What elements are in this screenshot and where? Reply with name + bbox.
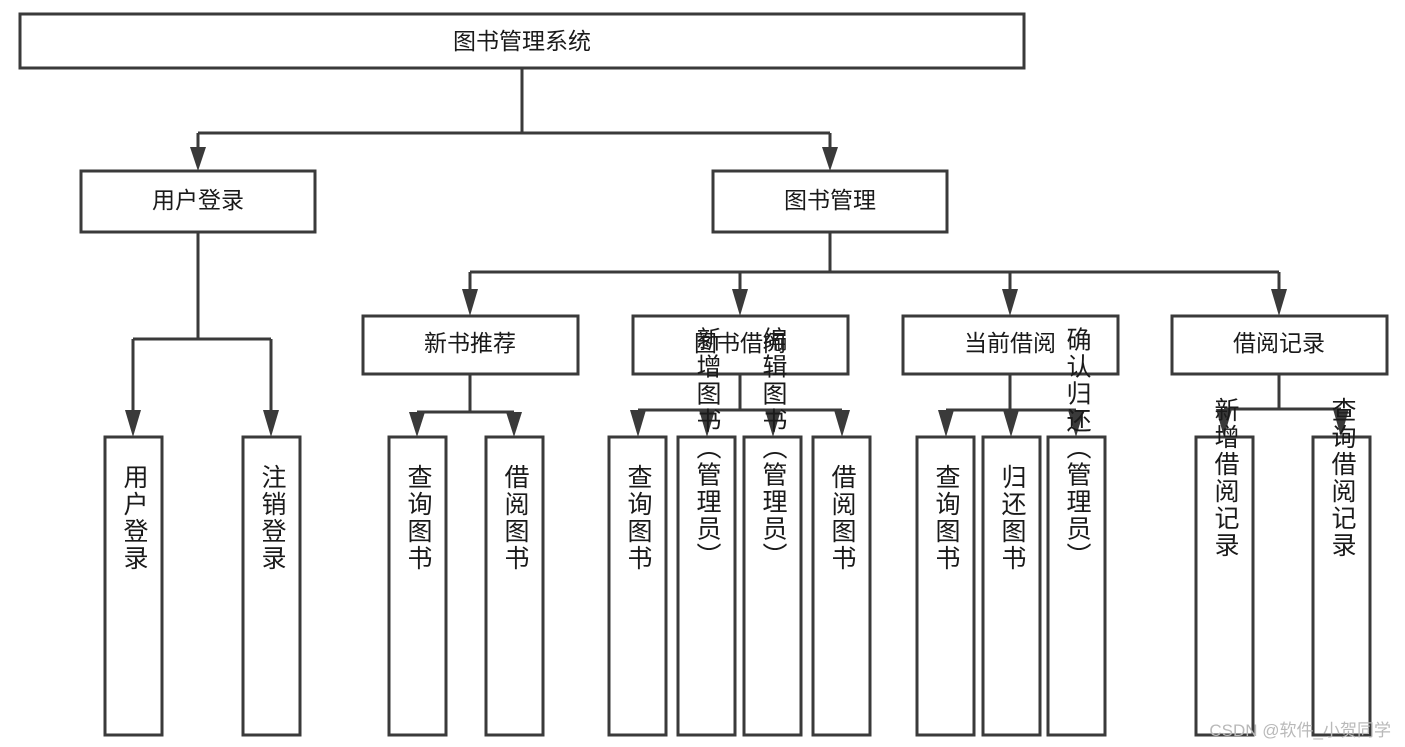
node-leaf-return-book-label: 归还图书 (998, 464, 1027, 572)
node-leaf-user-login-box[interactable] (103, 435, 164, 737)
arrow-head-new-book-recommend (462, 289, 478, 316)
node-leaf-borrow-book-1[interactable]: 借阅图书 (484, 435, 545, 737)
node-leaf-query-record[interactable]: 查询借阅记录 (1311, 397, 1372, 737)
node-user-login-box[interactable] (79, 169, 317, 234)
node-book-borrow-box[interactable] (631, 314, 850, 376)
node-leaf-return-book-box[interactable] (981, 435, 1042, 737)
node-current-borrow-box[interactable] (901, 314, 1120, 376)
node-root-label: 图书管理系统 (453, 28, 591, 54)
node-book-manage-box[interactable] (711, 169, 949, 234)
node-root-box[interactable] (18, 12, 1026, 70)
arrow-head-book-borrow (732, 289, 748, 316)
arrow-head-leaf-query-book-3 (938, 410, 954, 437)
node-leaf-edit-book-label: 编辑图书（管理员） (759, 327, 788, 570)
node-leaf-confirm-return-box[interactable] (1046, 435, 1107, 737)
arrow-head-leaf-query-record (1333, 409, 1349, 437)
node-leaf-confirm-return[interactable]: 确认归还（管理员） (1046, 327, 1107, 737)
arrow-head-user-login (190, 147, 206, 171)
connector-layer (125, 68, 1349, 437)
node-leaf-add-book-box[interactable] (676, 435, 737, 737)
node-new-book-recommend-label: 新书推荐 (424, 330, 516, 356)
node-leaf-borrow-book-1-box[interactable] (484, 435, 545, 737)
node-current-borrow[interactable]: 当前借阅 (901, 314, 1120, 376)
arrow-head-leaf-confirm-return (1068, 410, 1084, 437)
node-leaf-user-login[interactable]: 用户登录 (103, 435, 164, 737)
node-new-book-recommend[interactable]: 新书推荐 (361, 314, 580, 376)
arrow-head-leaf-edit-book (765, 410, 781, 437)
arrow-head-leaf-query-book-1 (409, 412, 425, 437)
node-current-borrow-label: 当前借阅 (964, 330, 1056, 356)
node-leaf-query-book-3-box[interactable] (915, 435, 976, 737)
node-leaf-edit-book[interactable]: 编辑图书（管理员） (742, 327, 803, 737)
node-root[interactable]: 图书管理系统 (18, 12, 1026, 70)
arrow-head-current-borrow (1002, 289, 1018, 316)
arrow-head-leaf-return-book (1003, 410, 1019, 437)
node-leaf-borrow-book-2-box[interactable] (811, 435, 872, 737)
node-borrow-record-label: 借阅记录 (1233, 330, 1325, 356)
arrow-head-leaf-borrow-book-2 (834, 410, 850, 437)
arrow-head-leaf-query-book-2 (630, 410, 646, 437)
node-leaf-edit-book-box[interactable] (742, 435, 803, 737)
arrow-head-book-manage (822, 147, 838, 171)
node-leaf-return-book[interactable]: 归还图书 (981, 435, 1042, 737)
node-leaf-query-book-2-label: 查询图书 (624, 464, 653, 572)
node-leaf-query-record-label: 查询借阅记录 (1328, 397, 1357, 559)
node-leaf-query-book-3-label: 查询图书 (932, 464, 961, 572)
node-leaf-add-record[interactable]: 新增借阅记录 (1194, 397, 1255, 737)
arrow-head-leaf-add-record (1216, 409, 1232, 437)
node-leaf-query-book-2[interactable]: 查询图书 (607, 435, 668, 737)
node-leaf-query-record-box[interactable] (1311, 435, 1372, 737)
node-leaf-query-book-1[interactable]: 查询图书 (387, 435, 448, 737)
node-leaf-logout-login-label: 注销登录 (258, 464, 287, 572)
node-leaf-user-login-label: 用户登录 (120, 464, 149, 572)
node-leaf-borrow-book-2-label: 借阅图书 (828, 464, 857, 572)
arrow-head-leaf-add-book (699, 410, 715, 437)
node-leaf-logout-login-box[interactable] (241, 435, 302, 737)
node-user-login[interactable]: 用户登录 (79, 169, 317, 234)
arrow-head-leaf-user-login (125, 410, 141, 437)
node-leaf-query-book-2-box[interactable] (607, 435, 668, 737)
node-leaf-borrow-book-1-label: 借阅图书 (501, 464, 530, 572)
node-borrow-record-box[interactable] (1170, 314, 1389, 376)
node-leaf-query-book-1-box[interactable] (387, 435, 448, 737)
node-borrow-record[interactable]: 借阅记录 (1170, 314, 1389, 376)
arrow-head-leaf-logout-login (263, 410, 279, 437)
node-leaf-add-book-label: 新增图书（管理员） (693, 327, 722, 570)
node-leaf-add-book[interactable]: 新增图书（管理员） (676, 327, 737, 737)
node-new-book-recommend-box[interactable] (361, 314, 580, 376)
node-leaf-borrow-book-2[interactable]: 借阅图书 (811, 435, 872, 737)
node-user-login-label: 用户登录 (152, 187, 244, 213)
arrow-head-borrow-record (1271, 289, 1287, 316)
arrow-head-leaf-borrow-book-1 (506, 412, 522, 437)
node-book-borrow[interactable]: 图书借阅 (631, 314, 850, 376)
node-leaf-logout-login[interactable]: 注销登录 (241, 435, 302, 737)
node-leaf-add-record-label: 新增借阅记录 (1211, 397, 1240, 559)
node-book-manage[interactable]: 图书管理 (711, 169, 949, 234)
node-leaf-query-book-1-label: 查询图书 (404, 464, 433, 572)
node-leaf-add-record-box[interactable] (1194, 435, 1255, 737)
node-leaf-confirm-return-label: 确认归还（管理员） (1063, 327, 1092, 570)
node-book-manage-label: 图书管理 (784, 187, 876, 213)
node-book-borrow-label: 图书借阅 (694, 330, 786, 356)
node-leaf-query-book-3[interactable]: 查询图书 (915, 435, 976, 737)
